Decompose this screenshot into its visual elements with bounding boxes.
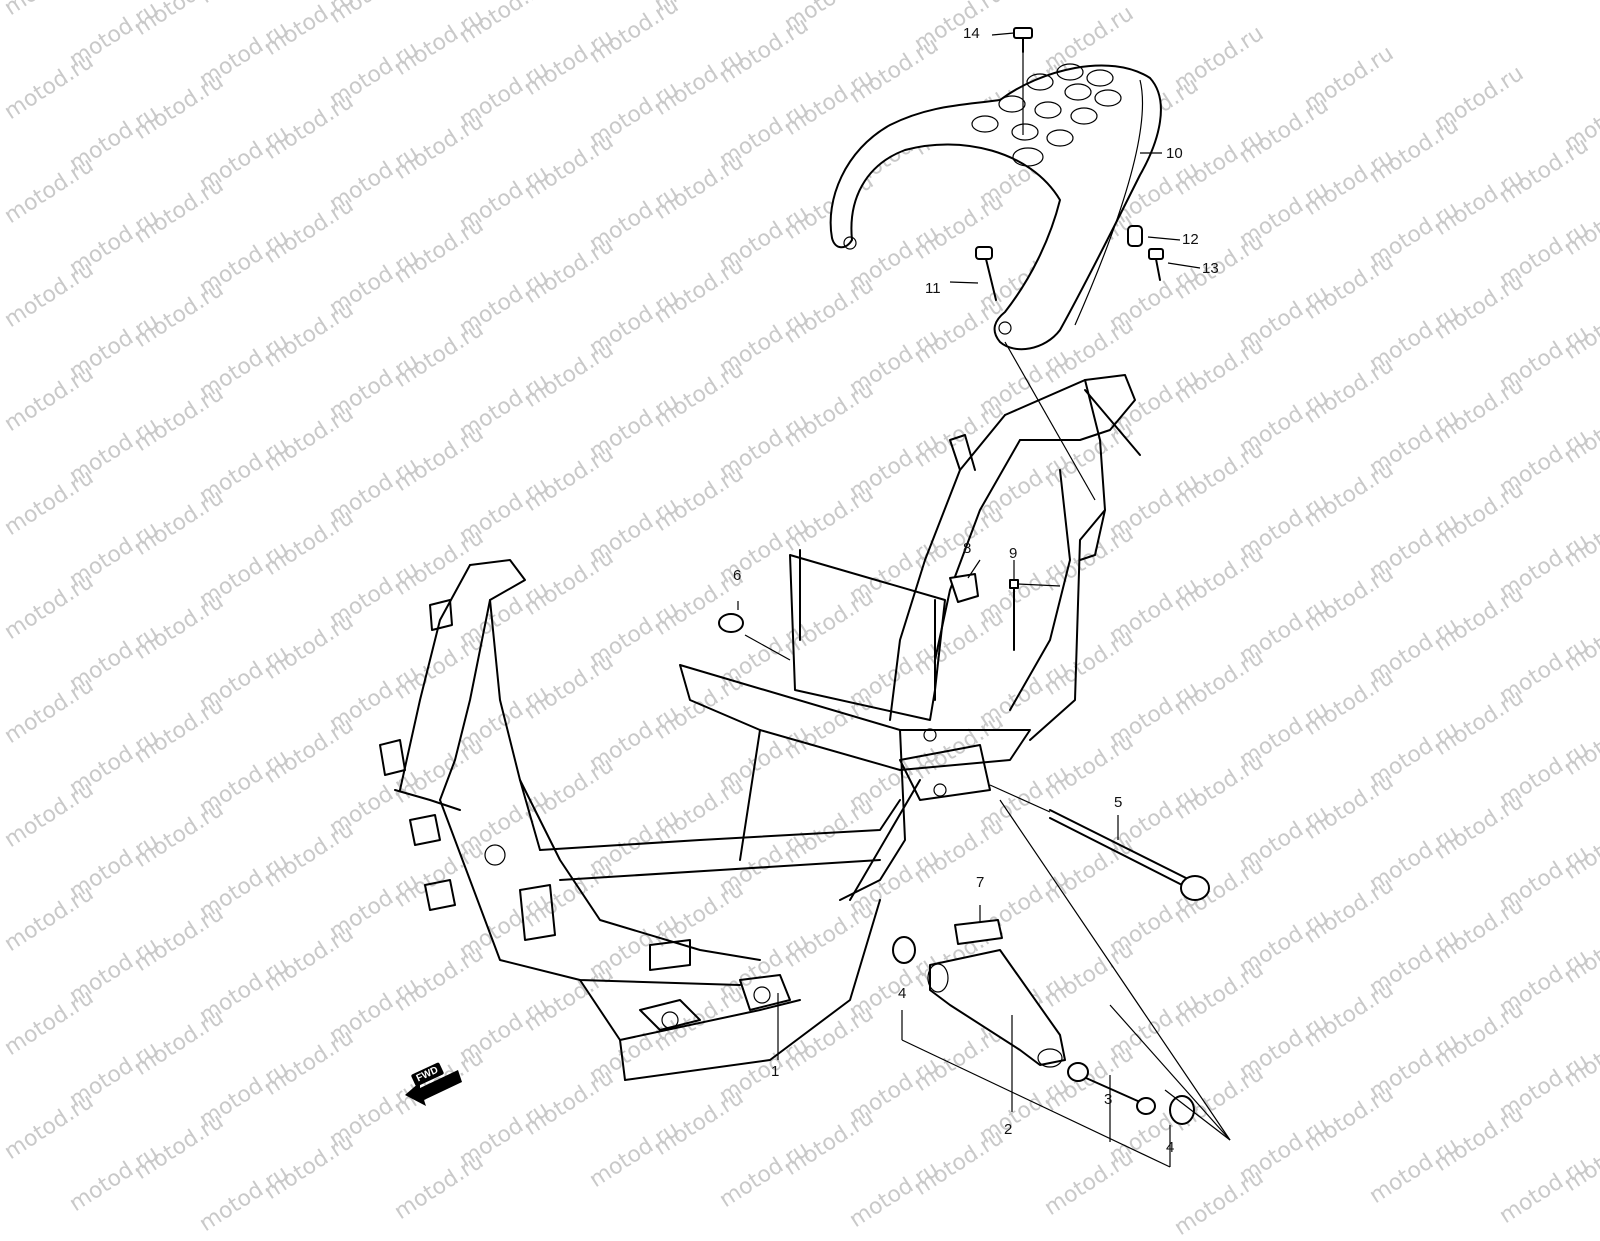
carrier-holes	[971, 63, 1122, 167]
callout-12: 14	[963, 25, 980, 42]
pad-7	[954, 919, 1003, 945]
callout-9: 9	[1009, 545, 1018, 562]
callout-1: 1	[771, 1063, 780, 1080]
callout-10: 10	[1166, 145, 1183, 162]
bolt-3	[1067, 1062, 1156, 1115]
callout-11: 11	[925, 280, 941, 297]
bolt-5	[989, 784, 1210, 901]
leader-lines	[737, 32, 1231, 1168]
callout-3: 3	[1104, 1091, 1113, 1108]
callout-14: 13	[1202, 260, 1219, 277]
bolt-11	[975, 246, 997, 301]
callout-5: 5	[1114, 794, 1123, 811]
bolt-12	[1013, 27, 1033, 135]
frame-parts-diagram	[379, 27, 1231, 1168]
callout-4b: 4	[1166, 1139, 1175, 1156]
fwd-arrow-icon	[405, 1070, 462, 1106]
rear-carrier	[829, 63, 1162, 351]
callout-2: 2	[1004, 1121, 1013, 1138]
callout-13: 12	[1182, 231, 1199, 248]
callout-8: 8	[963, 540, 972, 557]
main-frame	[379, 374, 1141, 1081]
engine-mount-2	[927, 949, 1066, 1068]
callout-7: 7	[976, 874, 985, 891]
callout-6: 6	[733, 567, 742, 584]
cushion-4b	[1169, 1095, 1195, 1125]
tie-9	[1009, 579, 1061, 651]
nut-6	[718, 613, 791, 661]
callout-4a: 4	[898, 985, 907, 1002]
cushion-4a	[892, 936, 916, 964]
clip-8	[949, 573, 979, 603]
bolt-14	[1148, 248, 1164, 281]
collar-13	[1127, 225, 1143, 247]
